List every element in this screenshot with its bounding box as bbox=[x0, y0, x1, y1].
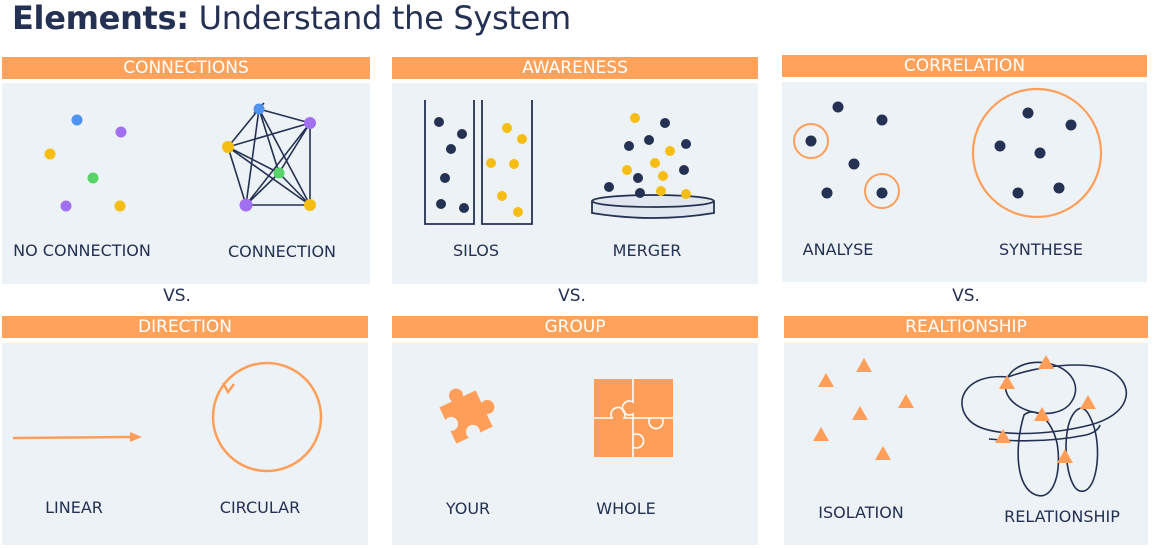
vs-label: VS. bbox=[558, 286, 586, 306]
panel-body bbox=[2, 83, 370, 284]
right-label: MERGER bbox=[612, 241, 682, 260]
left-label: NO CONNECTION bbox=[13, 241, 151, 260]
vs-label: VS. bbox=[163, 286, 191, 306]
panel-header: AWARENESS bbox=[392, 57, 758, 79]
left-label: SILOS bbox=[453, 241, 499, 260]
isolated-triangles bbox=[813, 358, 914, 460]
scattered-dots bbox=[44, 114, 127, 212]
correlation-illustration bbox=[793, 87, 1103, 219]
panel-awareness: AWARENESS bbox=[392, 57, 758, 284]
circular-arrow bbox=[211, 361, 323, 473]
analyse-dots bbox=[805, 101, 888, 199]
synthese-circle bbox=[971, 87, 1103, 219]
panel-connections: CONNECTIONS bbox=[2, 57, 370, 284]
silo-dots-navy bbox=[434, 117, 469, 213]
network-nodes bbox=[222, 103, 316, 212]
silo-dots-yellow bbox=[486, 123, 527, 217]
panel-body bbox=[782, 82, 1147, 282]
connections-illustration bbox=[44, 102, 316, 212]
vs-label: VS. bbox=[952, 286, 980, 306]
relationship-loops bbox=[961, 361, 1128, 497]
title-rest: Understand the System bbox=[188, 0, 571, 37]
group-illustration bbox=[439, 379, 673, 457]
silo-containers bbox=[424, 100, 533, 225]
panel-header: CORRELATION bbox=[782, 55, 1147, 77]
title-bold: Elements: bbox=[12, 0, 189, 37]
right-label: CIRCULAR bbox=[219, 498, 301, 517]
direction-illustration bbox=[12, 361, 323, 473]
left-label: YOUR bbox=[445, 499, 491, 518]
right-label: CONNECTION bbox=[227, 242, 337, 261]
right-label: SYNTHESE bbox=[998, 240, 1084, 259]
panel-relationship: REALTIONSHIP bbox=[784, 316, 1148, 545]
left-label: LINEAR bbox=[45, 498, 103, 517]
panel-correlation: CORRELATION bbox=[782, 55, 1147, 282]
merger-dish bbox=[591, 194, 715, 219]
left-label: ISOLATION bbox=[818, 503, 904, 522]
synthese-dots bbox=[994, 107, 1077, 199]
linear-arrow bbox=[12, 432, 142, 442]
right-label: WHOLE bbox=[596, 499, 656, 518]
awareness-illustration bbox=[424, 100, 715, 225]
panel-header: DIRECTION bbox=[2, 316, 368, 338]
connected-network bbox=[227, 102, 311, 206]
panel-header: CONNECTIONS bbox=[2, 57, 370, 79]
related-triangles bbox=[995, 355, 1096, 463]
analyse-highlight-circles bbox=[793, 123, 900, 209]
panel-body bbox=[392, 83, 758, 284]
left-label: ANALYSE bbox=[802, 240, 874, 259]
assembled-puzzle-icon bbox=[594, 379, 673, 457]
relationship-illustration bbox=[813, 355, 1128, 497]
panel-body bbox=[784, 343, 1148, 545]
panel-header: REALTIONSHIP bbox=[784, 316, 1148, 338]
single-puzzle-piece-icon bbox=[439, 388, 495, 444]
panel-body bbox=[2, 343, 368, 545]
right-label: RELATIONSHIP bbox=[1004, 507, 1120, 526]
panel-group: GROUP YOUR WHOLE bbox=[392, 316, 758, 545]
page-title: Elements: Understand the System bbox=[12, 0, 571, 37]
panel-direction: DIRECTION LINEAR CIRCULAR bbox=[2, 316, 368, 545]
panel-header: GROUP bbox=[392, 316, 758, 338]
merger-dots bbox=[604, 113, 691, 199]
panel-body bbox=[392, 343, 758, 545]
